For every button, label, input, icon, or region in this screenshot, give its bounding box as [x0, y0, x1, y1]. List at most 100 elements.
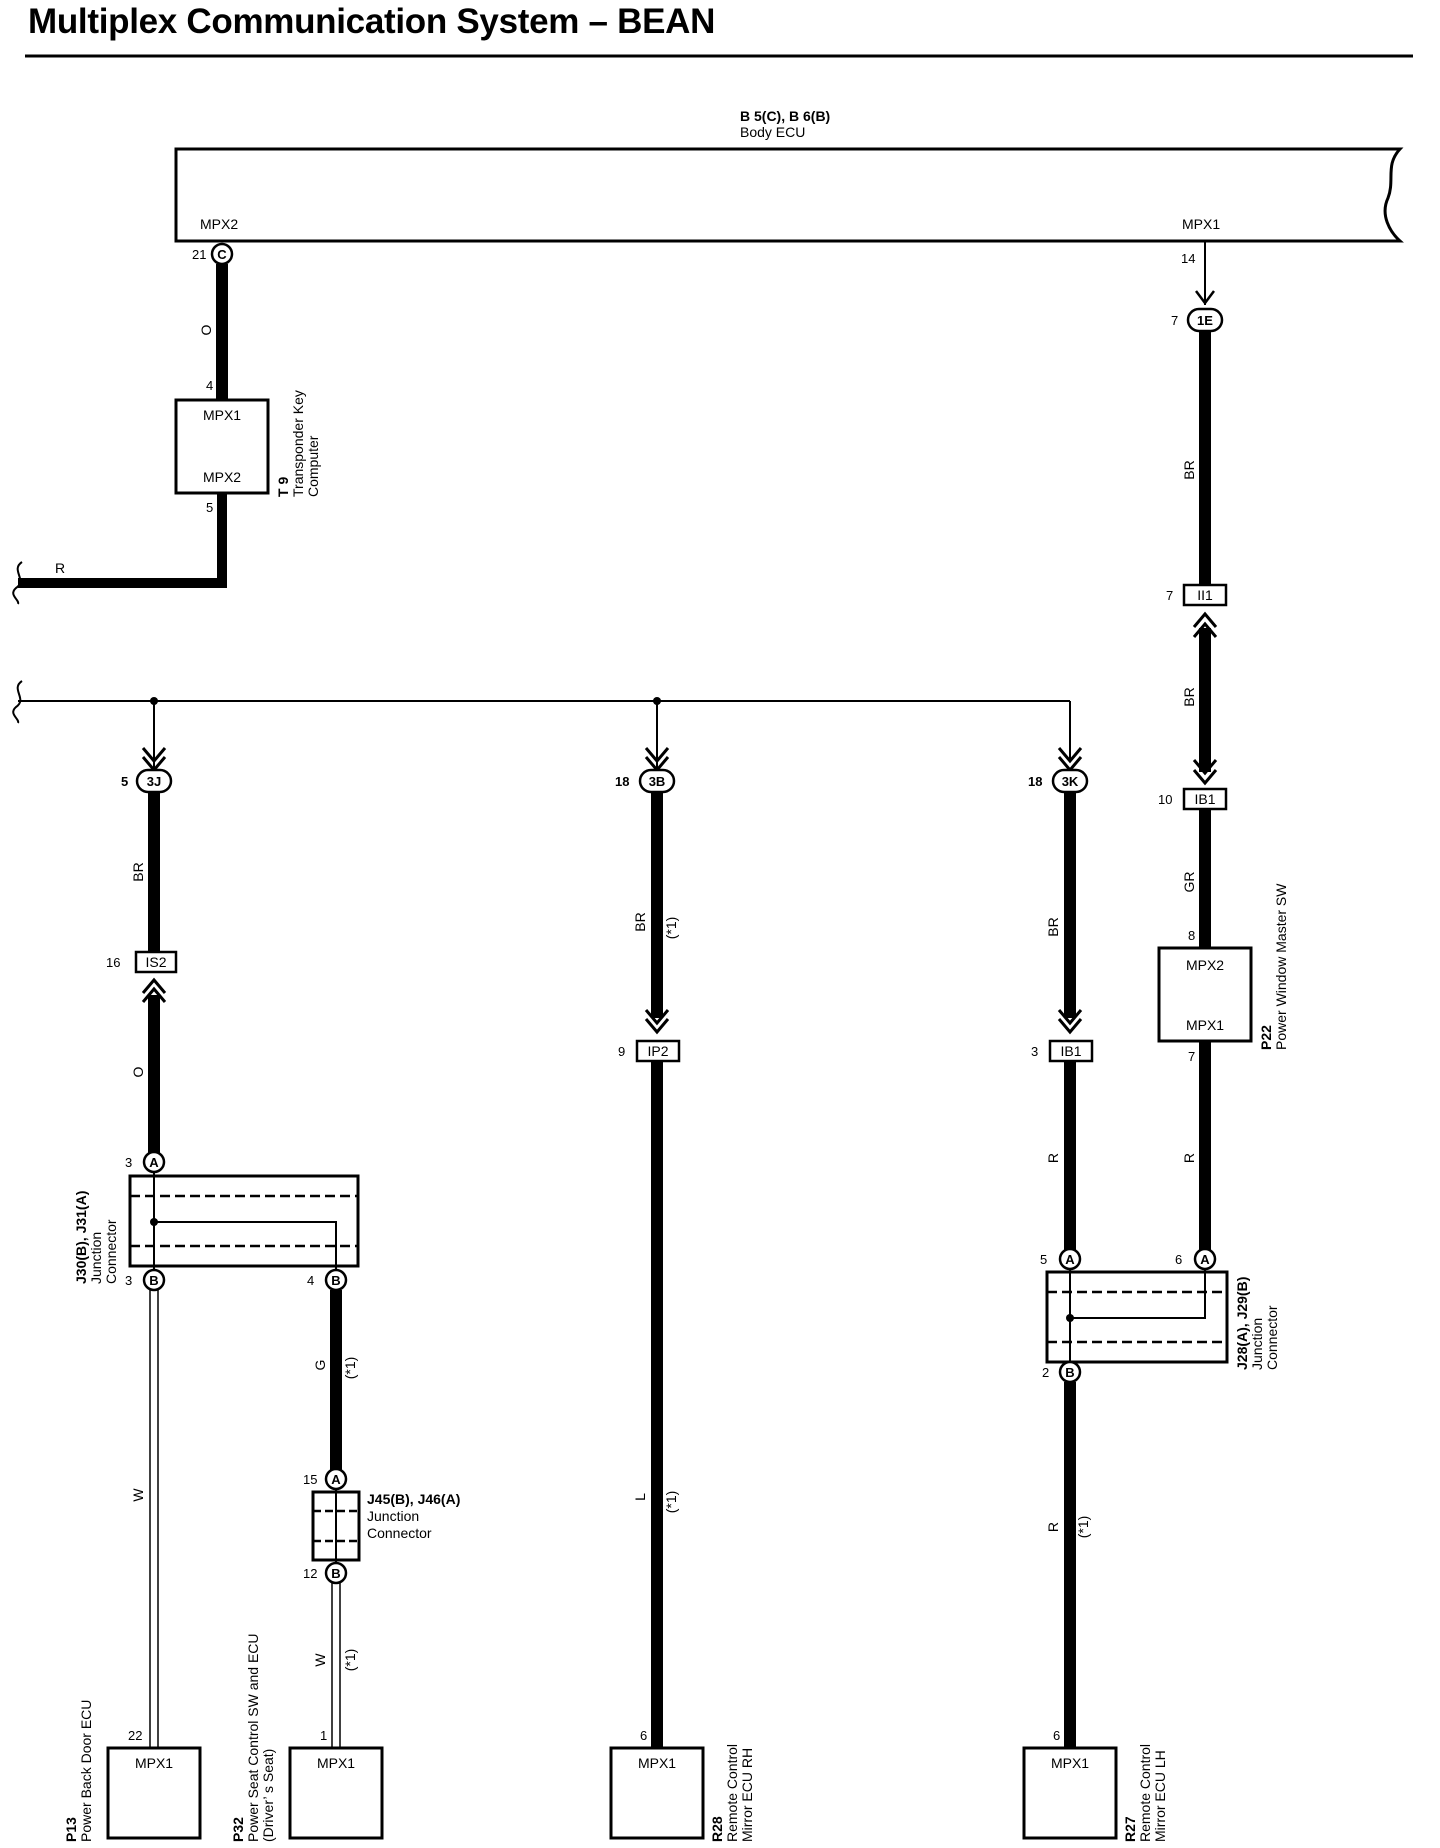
p32-code: P32: [230, 1817, 246, 1842]
pin-3-b: 3: [125, 1273, 132, 1288]
power-window-master-sw-box: [1157, 946, 1253, 1043]
wire-label-l: L: [632, 1493, 648, 1501]
pin-16: 16: [106, 955, 120, 970]
p13-mpx1: MPX1: [135, 1755, 173, 1771]
arrow-down-1e: [1195, 290, 1215, 306]
connector-a-j30-label: A: [149, 1155, 159, 1170]
jc-right-name-1: Junction: [1249, 1318, 1265, 1370]
arrow-up-ii1: [1192, 611, 1218, 638]
connector-is2: [134, 950, 178, 974]
body-ecu-mpx2-label: MPX2: [200, 216, 238, 232]
p32-name-1: Power Seat Control SW and ECU: [245, 1633, 261, 1842]
connector-is2-label: IS2: [145, 954, 166, 970]
p32-power-seat-control-box: [288, 1746, 384, 1840]
jc-small-name-1: Junction: [367, 1508, 419, 1524]
wire-label-br-3: BR: [130, 862, 146, 881]
pin-4-transponder: 4: [206, 378, 213, 393]
note-star1-r: (*1): [1075, 1516, 1091, 1539]
pwms-name: Power Window Master SW: [1273, 883, 1289, 1050]
p13-code: P13: [63, 1817, 79, 1842]
wire-label-br-4: BR: [632, 912, 648, 931]
r27-code: R27: [1122, 1816, 1138, 1842]
connector-b-j30-left-label: B: [149, 1273, 158, 1288]
transponder-name-2: Computer: [305, 435, 321, 497]
connector-ib1-bottom-label: IB1: [1060, 1043, 1081, 1059]
r28-mpx1: MPX1: [638, 1755, 676, 1771]
wire-label-w-2: W: [312, 1653, 328, 1667]
jc-right-name-2: Connector: [1264, 1305, 1280, 1370]
pin-22: 22: [128, 1728, 142, 1743]
pwms-code: P22: [1258, 1025, 1274, 1050]
pin-15: 15: [303, 1472, 317, 1487]
wire-label-o-1: O: [198, 324, 214, 335]
wire-break-left-top: [12, 561, 23, 605]
connector-3j: [135, 768, 173, 794]
connector-b-j30-right-label: B: [331, 1273, 340, 1288]
wire-label-br-5: BR: [1045, 917, 1061, 936]
pin-1: 1: [320, 1728, 327, 1743]
transponder-code: T 9: [275, 477, 291, 497]
wire-label-br-1: BR: [1181, 460, 1197, 479]
p32-name-2: (Driver’ s Seat): [260, 1749, 276, 1842]
wire-break-left-bus: [12, 680, 23, 724]
connector-b-j30-left: [142, 1268, 166, 1292]
connector-1e: [1186, 307, 1224, 333]
pin-18-3k: 18: [1028, 774, 1042, 789]
p13-power-back-door-ecu-box: [106, 1746, 202, 1840]
transponder-name-1: Transponder Key: [290, 390, 306, 497]
pin-7-ii1: 7: [1166, 588, 1173, 603]
pin-8: 8: [1188, 928, 1195, 943]
connector-b-j45-label: B: [331, 1566, 340, 1581]
connector-c-label: C: [217, 247, 227, 262]
pwms-mpx1: MPX1: [1186, 1017, 1224, 1033]
pin-5-3j: 5: [121, 774, 128, 789]
pin-7-pwms: 7: [1188, 1049, 1195, 1064]
connector-c-circle: [210, 242, 234, 266]
connector-ii1: [1182, 583, 1228, 607]
connector-ip2-label: IP2: [647, 1043, 668, 1059]
transponder-key-computer-box: [174, 398, 270, 495]
body-ecu-code: B 5(C), B 6(B): [740, 108, 830, 124]
note-star1-l: (*1): [663, 1491, 679, 1514]
r27-remote-control-mirror-ecu-lh-box: [1022, 1746, 1118, 1840]
r27-mpx1: MPX1: [1051, 1755, 1089, 1771]
wire-label-r-2: R: [1181, 1153, 1197, 1163]
r27-name-2: Mirror ECU LH: [1152, 1750, 1168, 1842]
r28-code: R28: [709, 1816, 725, 1842]
arrow-up-is2: [141, 977, 167, 1003]
wire-label-gr: GR: [1181, 872, 1197, 893]
wire-r-transponder-out: [18, 493, 227, 588]
pin-6-r28: 6: [640, 1728, 647, 1743]
r28-name-2: Mirror ECU RH: [739, 1748, 755, 1842]
connector-b-j28-label: B: [1065, 1365, 1074, 1380]
arrow-down-ib1-b: [1057, 1009, 1083, 1035]
connector-3b-label: 3B: [649, 774, 666, 789]
note-star1-br: (*1): [663, 917, 679, 940]
wire-label-r-1: R: [55, 560, 65, 576]
connector-3j-label: 3J: [147, 774, 161, 789]
r28-remote-control-mirror-ecu-rh-box: [609, 1746, 705, 1840]
pin-4-b: 4: [307, 1273, 314, 1288]
r28-name-1: Remote Control: [724, 1744, 740, 1842]
connector-ib1-top-label: IB1: [1194, 791, 1215, 807]
pin-7-1e: 7: [1171, 313, 1178, 328]
body-ecu-name: Body ECU: [740, 124, 805, 140]
p13-name: Power Back Door ECU: [78, 1700, 94, 1842]
connector-3b: [638, 768, 676, 794]
transponder-mpx1: MPX1: [203, 407, 241, 423]
jc-left-name-2: Connector: [103, 1219, 119, 1284]
jc-small-code: J45(B), J46(A): [367, 1491, 460, 1507]
wire-label-w-1: W: [130, 1488, 146, 1502]
pwms-mpx2: MPX2: [1186, 957, 1224, 973]
transponder-mpx2: MPX2: [203, 469, 241, 485]
wire-label-o-2: O: [130, 1066, 146, 1077]
jc-left-code: J30(B), J31(A): [73, 1191, 89, 1284]
wire-label-r-4: R: [1045, 1522, 1061, 1532]
arrow-down-ib1: [1192, 759, 1218, 786]
connector-3k: [1051, 768, 1089, 794]
body-ecu-mpx1-label: MPX1: [1182, 216, 1220, 232]
jc-small-name-2: Connector: [367, 1525, 432, 1541]
pin-21: 21: [192, 247, 206, 262]
j28-internal-node: [1066, 1314, 1074, 1322]
